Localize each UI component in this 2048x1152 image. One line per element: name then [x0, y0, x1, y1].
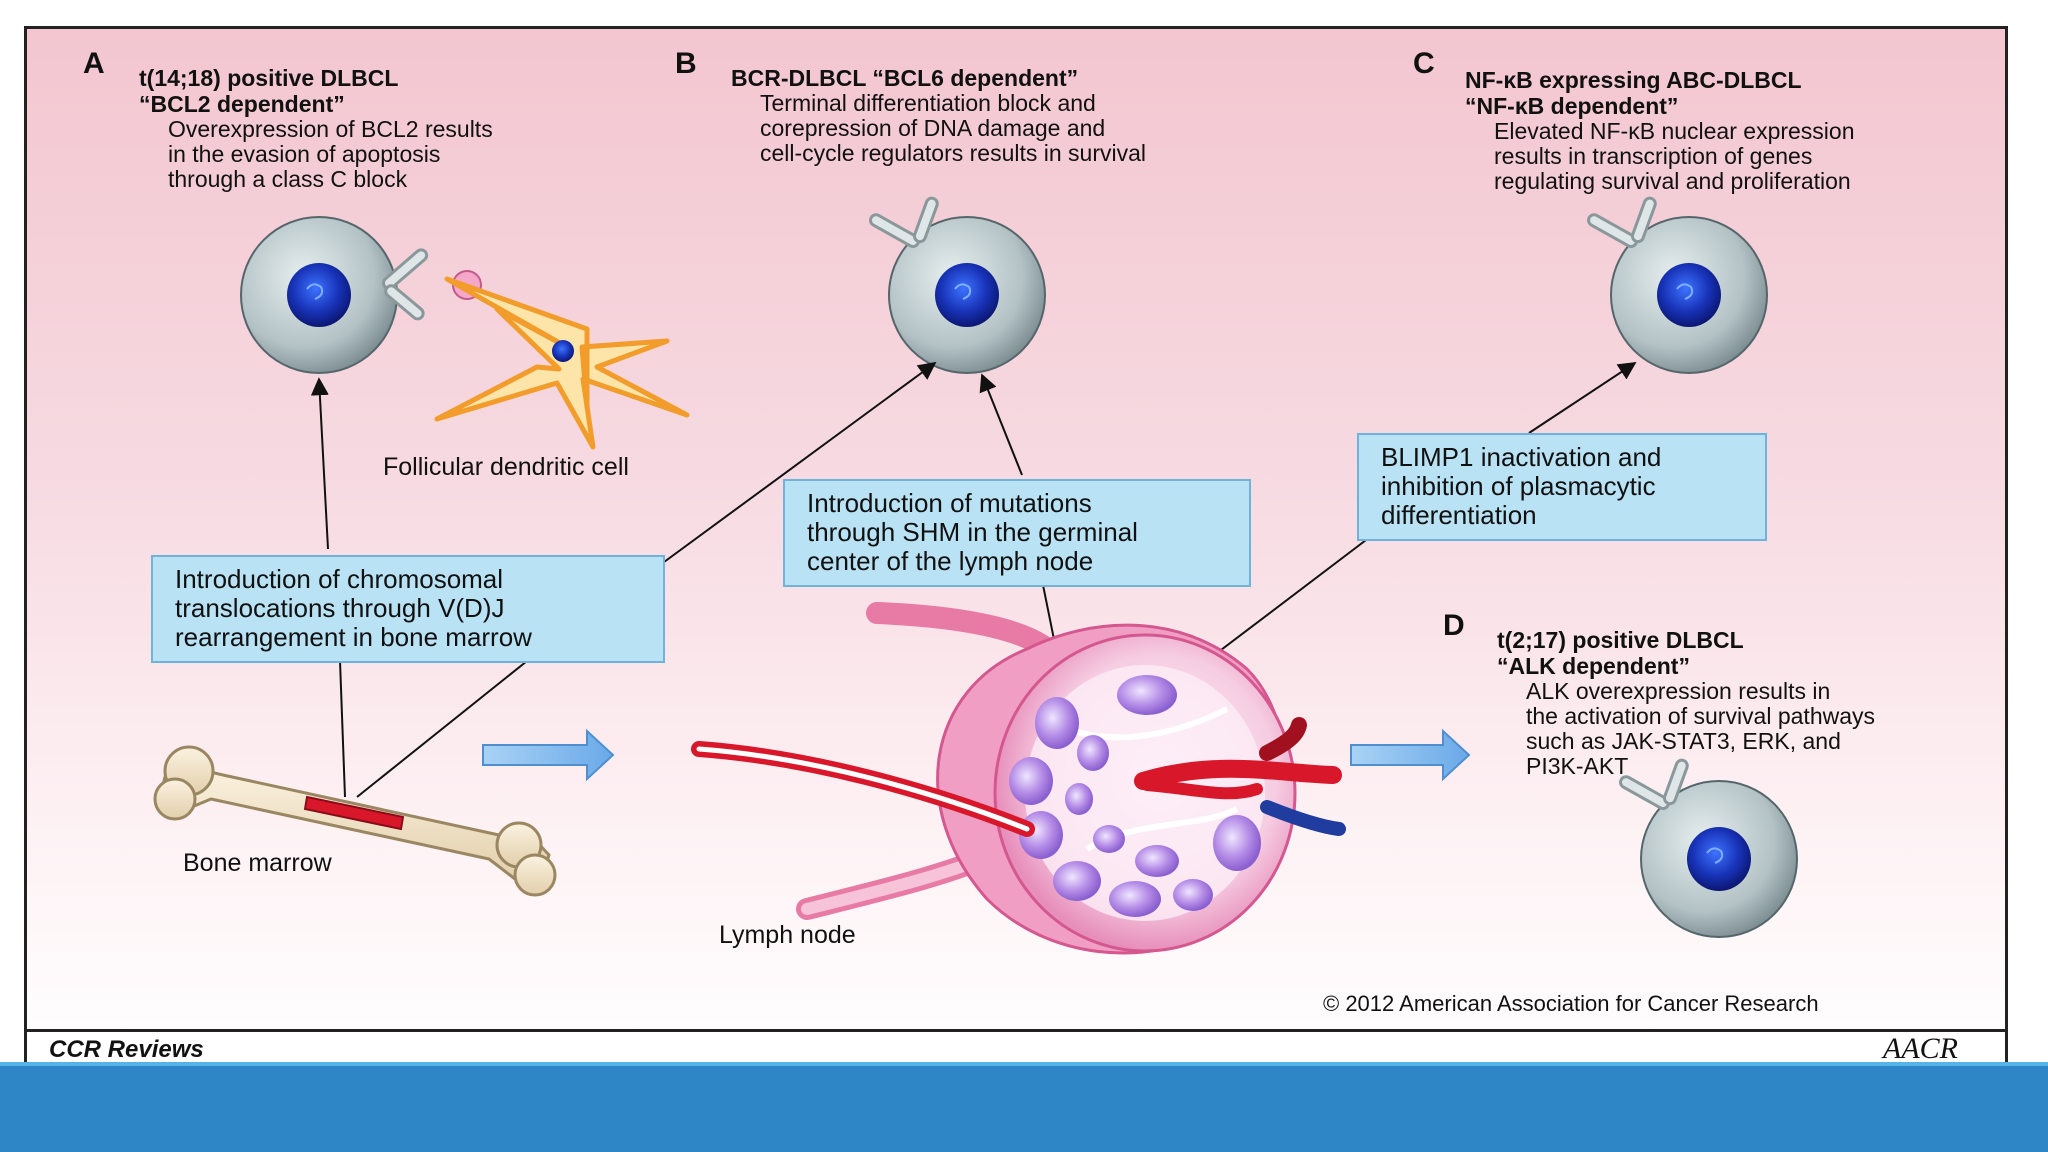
panel-a-desc-line1: Overexpression of BCL2 results	[168, 116, 493, 142]
panel-c-title-line1: NF-κB expressing ABC-DLBCL	[1465, 67, 1802, 93]
callout-vdj-translocation: Introduction of chromosomal translocatio…	[151, 555, 665, 663]
callout-shm-line2: through SHM in the germinal	[807, 517, 1138, 547]
panel-b-title-line1: BCR-DLBCL “BCL6 dependent”	[731, 65, 1079, 91]
panel-a-title-line1: t(14;18) positive DLBCL	[139, 65, 399, 91]
panel-c-title-line2: “NF-κB dependent”	[1465, 93, 1679, 119]
journal-name: CCR Reviews	[49, 1036, 204, 1063]
panel-d-desc-line4: PI3K-AKT	[1526, 753, 1629, 779]
label-bone-marrow: Bone marrow	[183, 849, 332, 877]
panel-c-desc-line3: regulating survival and proliferation	[1494, 168, 1851, 194]
callout-vdj-line1: Introduction of chromosomal	[175, 564, 504, 594]
flow-arrow-2	[1350, 728, 1471, 782]
lymph-node	[691, 602, 1346, 955]
panel-a-desc-line3: through a class C block	[168, 166, 408, 192]
panel-d-desc-line1: ALK overexpression results in	[1526, 678, 1831, 704]
slide-bottom-bar	[0, 1066, 2048, 1152]
panel-a-title-line2: “BCL2 dependent”	[139, 91, 345, 117]
panel-d-desc-line2: the activation of survival pathways	[1526, 703, 1876, 729]
panel-d-title-line1: t(2;17) positive DLBCL	[1497, 627, 1744, 653]
bcell-c	[1592, 195, 1768, 374]
bcell-d	[1624, 757, 1798, 938]
callout-blimp-line2: inhibition of plasmacytic	[1381, 471, 1656, 501]
callout-blimp-line1: BLIMP1 inactivation and	[1381, 442, 1662, 472]
panel-d-letter: D	[1443, 609, 1465, 642]
callout-shm-mutations: Introduction of mutations through SHM in…	[783, 479, 1251, 587]
panel-b-desc-line1: Terminal differentiation block and	[760, 90, 1096, 116]
panel-a-letter: A	[83, 47, 105, 80]
label-follicular-dendritic-cell: Follicular dendritic cell	[383, 453, 629, 481]
germinal-centers	[1009, 675, 1261, 917]
follicular-dendritic-cell	[434, 276, 690, 450]
panel-d-desc-line3: such as JAK-STAT3, ERK, and	[1526, 728, 1841, 754]
callout-blimp-line3: differentiation	[1381, 500, 1537, 530]
copyright-notice: © 2012 American Association for Cancer R…	[1323, 991, 1819, 1016]
panel-b-desc-line2: corepression of DNA damage and	[760, 115, 1106, 141]
bcell-a	[240, 216, 444, 374]
callout-shm-line3: center of the lymph node	[807, 546, 1094, 576]
panel-b-letter: B	[675, 47, 697, 80]
slide-bar-highlight	[0, 1062, 2048, 1068]
panel-d-title-line2: “ALK dependent”	[1497, 653, 1690, 679]
flow-arrow-1	[482, 728, 615, 782]
aacr-logo: AACR	[1883, 1032, 1958, 1065]
panel-c-letter: C	[1413, 47, 1435, 80]
bcell-b	[874, 195, 1046, 374]
panel-c-desc-line1: Elevated NF-κB nuclear expression	[1494, 118, 1855, 144]
figure-footer: CCR Reviews AACR	[27, 1029, 2005, 1065]
callout-shm-line1: Introduction of mutations	[807, 488, 1092, 518]
callout-blimp1-inactivation: BLIMP1 inactivation and inhibition of pl…	[1357, 433, 1767, 541]
diagram-artwork	[153, 29, 1798, 955]
callout-vdj-line2: translocations through V(D)J	[175, 593, 505, 623]
callout-vdj-line3: rearrangement in bone marrow	[175, 622, 532, 652]
bone	[153, 745, 557, 897]
panel-c-desc-line2: results in transcription of genes	[1494, 143, 1813, 169]
label-lymph-node: Lymph node	[719, 921, 856, 949]
panel-a-desc-line2: in the evasion of apoptosis	[168, 141, 441, 167]
panel-b-desc-line3: cell-cycle regulators results in surviva…	[760, 140, 1147, 166]
figure-frame: A t(14;18) positive DLBCL “BCL2 dependen…	[24, 26, 2008, 1066]
